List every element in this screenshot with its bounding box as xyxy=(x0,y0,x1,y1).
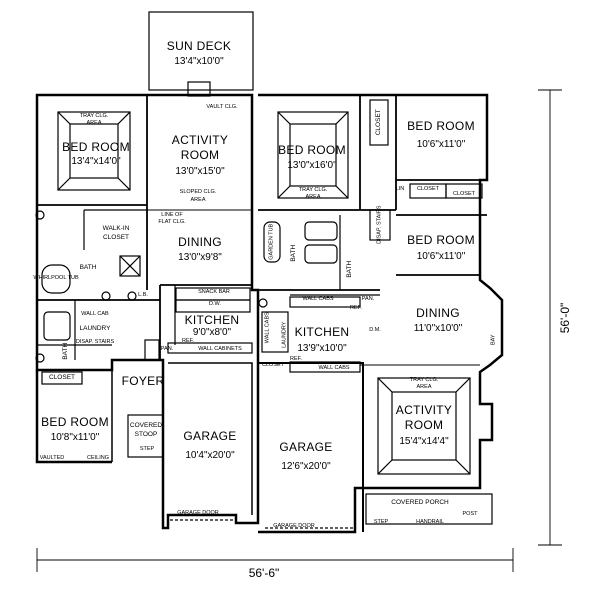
disap-stairs-right: DISAP. STAIRS xyxy=(376,205,383,244)
tray-area-right: AREA xyxy=(305,194,321,200)
step-left-label: STEP xyxy=(139,446,155,452)
closet-right-top: CLOSET xyxy=(374,109,382,136)
bath-right-a: BATH xyxy=(289,244,297,262)
bath-left-top: BATH xyxy=(79,264,97,271)
sun-deck-label: SUN DECK xyxy=(166,39,232,53)
bed-right-center-label: BED ROOM xyxy=(278,143,346,157)
garage-right-dims: 12'6"x20'0" xyxy=(281,461,331,472)
dining-left-dims: 13'0"x9'8" xyxy=(178,252,222,263)
kitchen-left-label: KITCHEN xyxy=(184,313,240,327)
lin-label: LIN xyxy=(395,186,405,192)
bed-right-mid-label: BED ROOM xyxy=(407,233,475,247)
closet-right-a: CLOSET xyxy=(416,186,440,192)
stoop-label: STOOP xyxy=(134,431,158,438)
garage-left-label: GARAGE xyxy=(183,429,237,443)
bed-right-center-dims: 13'0"x16'0" xyxy=(287,160,337,171)
closet-right-b: CLOSET xyxy=(452,191,476,197)
sloped-clg-label: SLOPED CLG. xyxy=(179,189,217,195)
sun-deck-dims: 13'4"x10'0" xyxy=(174,56,224,67)
dining-right-label: DINING xyxy=(416,306,460,320)
bed-left-bottom-dims: 10'8"x11'0" xyxy=(50,432,100,443)
flat-clg-label: FLAT CLG. xyxy=(158,219,186,225)
lb-label: L.B. xyxy=(138,292,148,298)
wall-cabs-right-side: WALL CABS xyxy=(264,312,271,344)
foyer-label: FOYER xyxy=(121,374,165,388)
vaulted-label: VAULTED xyxy=(39,455,65,461)
bed-left-bottom-label: BED ROOM xyxy=(41,415,109,429)
tray-area-bottom: AREA xyxy=(416,384,432,390)
activity-left-label: ACTIVITY xyxy=(171,133,229,147)
closet-right-bottom: CLOSET xyxy=(261,362,285,368)
tray-clg-right: TRAY CLG. xyxy=(298,187,328,193)
depth-dimension: 56'-0" xyxy=(558,302,572,334)
closet-left-bottom: CLOSET xyxy=(48,374,76,381)
wall-cab-label: WALL CAB xyxy=(81,311,109,317)
sloped-clg-area: AREA xyxy=(190,197,206,203)
activity-right-label2: ROOM xyxy=(404,418,444,432)
sun-deck-outline xyxy=(148,11,254,91)
tray-area-left: AREA xyxy=(86,120,102,126)
wall-cabs-right-top: WALL CABS xyxy=(302,296,334,302)
pan-left-label: PAN. xyxy=(160,346,174,352)
activity-right-dims: 15'4"x14'4" xyxy=(399,436,449,447)
garage-door-right: GARAGE DOOR xyxy=(273,523,315,529)
bay-label: BAY xyxy=(490,334,497,346)
wall-cabs-right-bottom: WALL CABS xyxy=(318,365,350,371)
activity-left-label2: ROOM xyxy=(180,148,220,162)
disap-stairs-left: DISAP. STAIRS xyxy=(75,339,115,345)
ref-left-label: REF. xyxy=(182,338,194,344)
covered-porch-label: COVERED PORCH xyxy=(391,499,449,506)
vault-clg-label: VAULT CLG. xyxy=(206,104,238,110)
covered-stoop-label: COVERED xyxy=(129,422,163,429)
walk-in-closet-label2: CLOSET xyxy=(102,234,130,241)
bath-right-b: BATH xyxy=(345,260,353,278)
left-unit-outer-wall xyxy=(35,93,260,530)
bed-right-top-label: BED ROOM xyxy=(407,119,475,133)
laundry-right-label: LAUNDRY xyxy=(281,321,288,348)
tray-clg-bottom: TRAY CLG. xyxy=(409,377,439,383)
activity-left-dims: 13'0"x15'0" xyxy=(175,166,225,177)
pan-right-label: PAN. xyxy=(361,296,375,302)
bath-left-bottom: BATH xyxy=(61,342,69,360)
wall-cabinets-left: WALL CABINETS xyxy=(198,346,242,352)
left-bed-outer-wall xyxy=(35,370,112,464)
garden-tub-label: GARDEN TUB xyxy=(268,223,275,260)
bed-right-mid-dims: 10'6"x11'0" xyxy=(416,251,466,262)
tray-clg-left: TRAY CLG. xyxy=(79,113,109,119)
post-label: POST xyxy=(462,511,478,517)
snack-bar-label: SNACK BAR xyxy=(198,289,230,295)
dining-left-label: DINING xyxy=(178,235,222,249)
ceiling-label: CEILING xyxy=(86,455,110,461)
garage-right-label: GARAGE xyxy=(279,440,333,454)
whirlpool-tub-label: WHIRLPOOL TUB xyxy=(33,275,79,281)
dining-right-dims: 11'0"x10'0" xyxy=(413,323,463,334)
bed-right-top-dims: 10'6"x11'0" xyxy=(416,139,466,150)
garage-left-dims: 10'4"x20'0" xyxy=(185,450,235,461)
kitchen-left-dims: 9'0"x8'0" xyxy=(192,327,232,338)
bed-left-top-dims: 13'4"x14'0" xyxy=(71,156,121,167)
kitchen-right-dims: 13'9"x10'0" xyxy=(297,343,347,354)
ref-right-bottom: REF. xyxy=(290,356,302,362)
dw-left-label: D.W. xyxy=(209,301,221,307)
handrail-label: HANDRAIL xyxy=(416,519,444,525)
step-right-label: STEP xyxy=(373,519,389,525)
garage-door-left: GARAGE DOOR xyxy=(177,510,219,516)
kitchen-right-label: KITCHEN xyxy=(294,325,350,339)
ref-right-label: REF. xyxy=(350,305,362,311)
walk-in-closet-label: WALK-IN xyxy=(102,225,130,232)
activity-right-label: ACTIVITY xyxy=(395,403,453,417)
laundry-left-label: LAUNDRY xyxy=(79,325,111,332)
width-dimension: 56'-6" xyxy=(248,566,280,580)
bed-left-top-label: BED ROOM xyxy=(62,140,130,154)
dm-right-label: D.M. xyxy=(369,327,381,333)
line-of-label: LINE OF xyxy=(161,212,183,218)
